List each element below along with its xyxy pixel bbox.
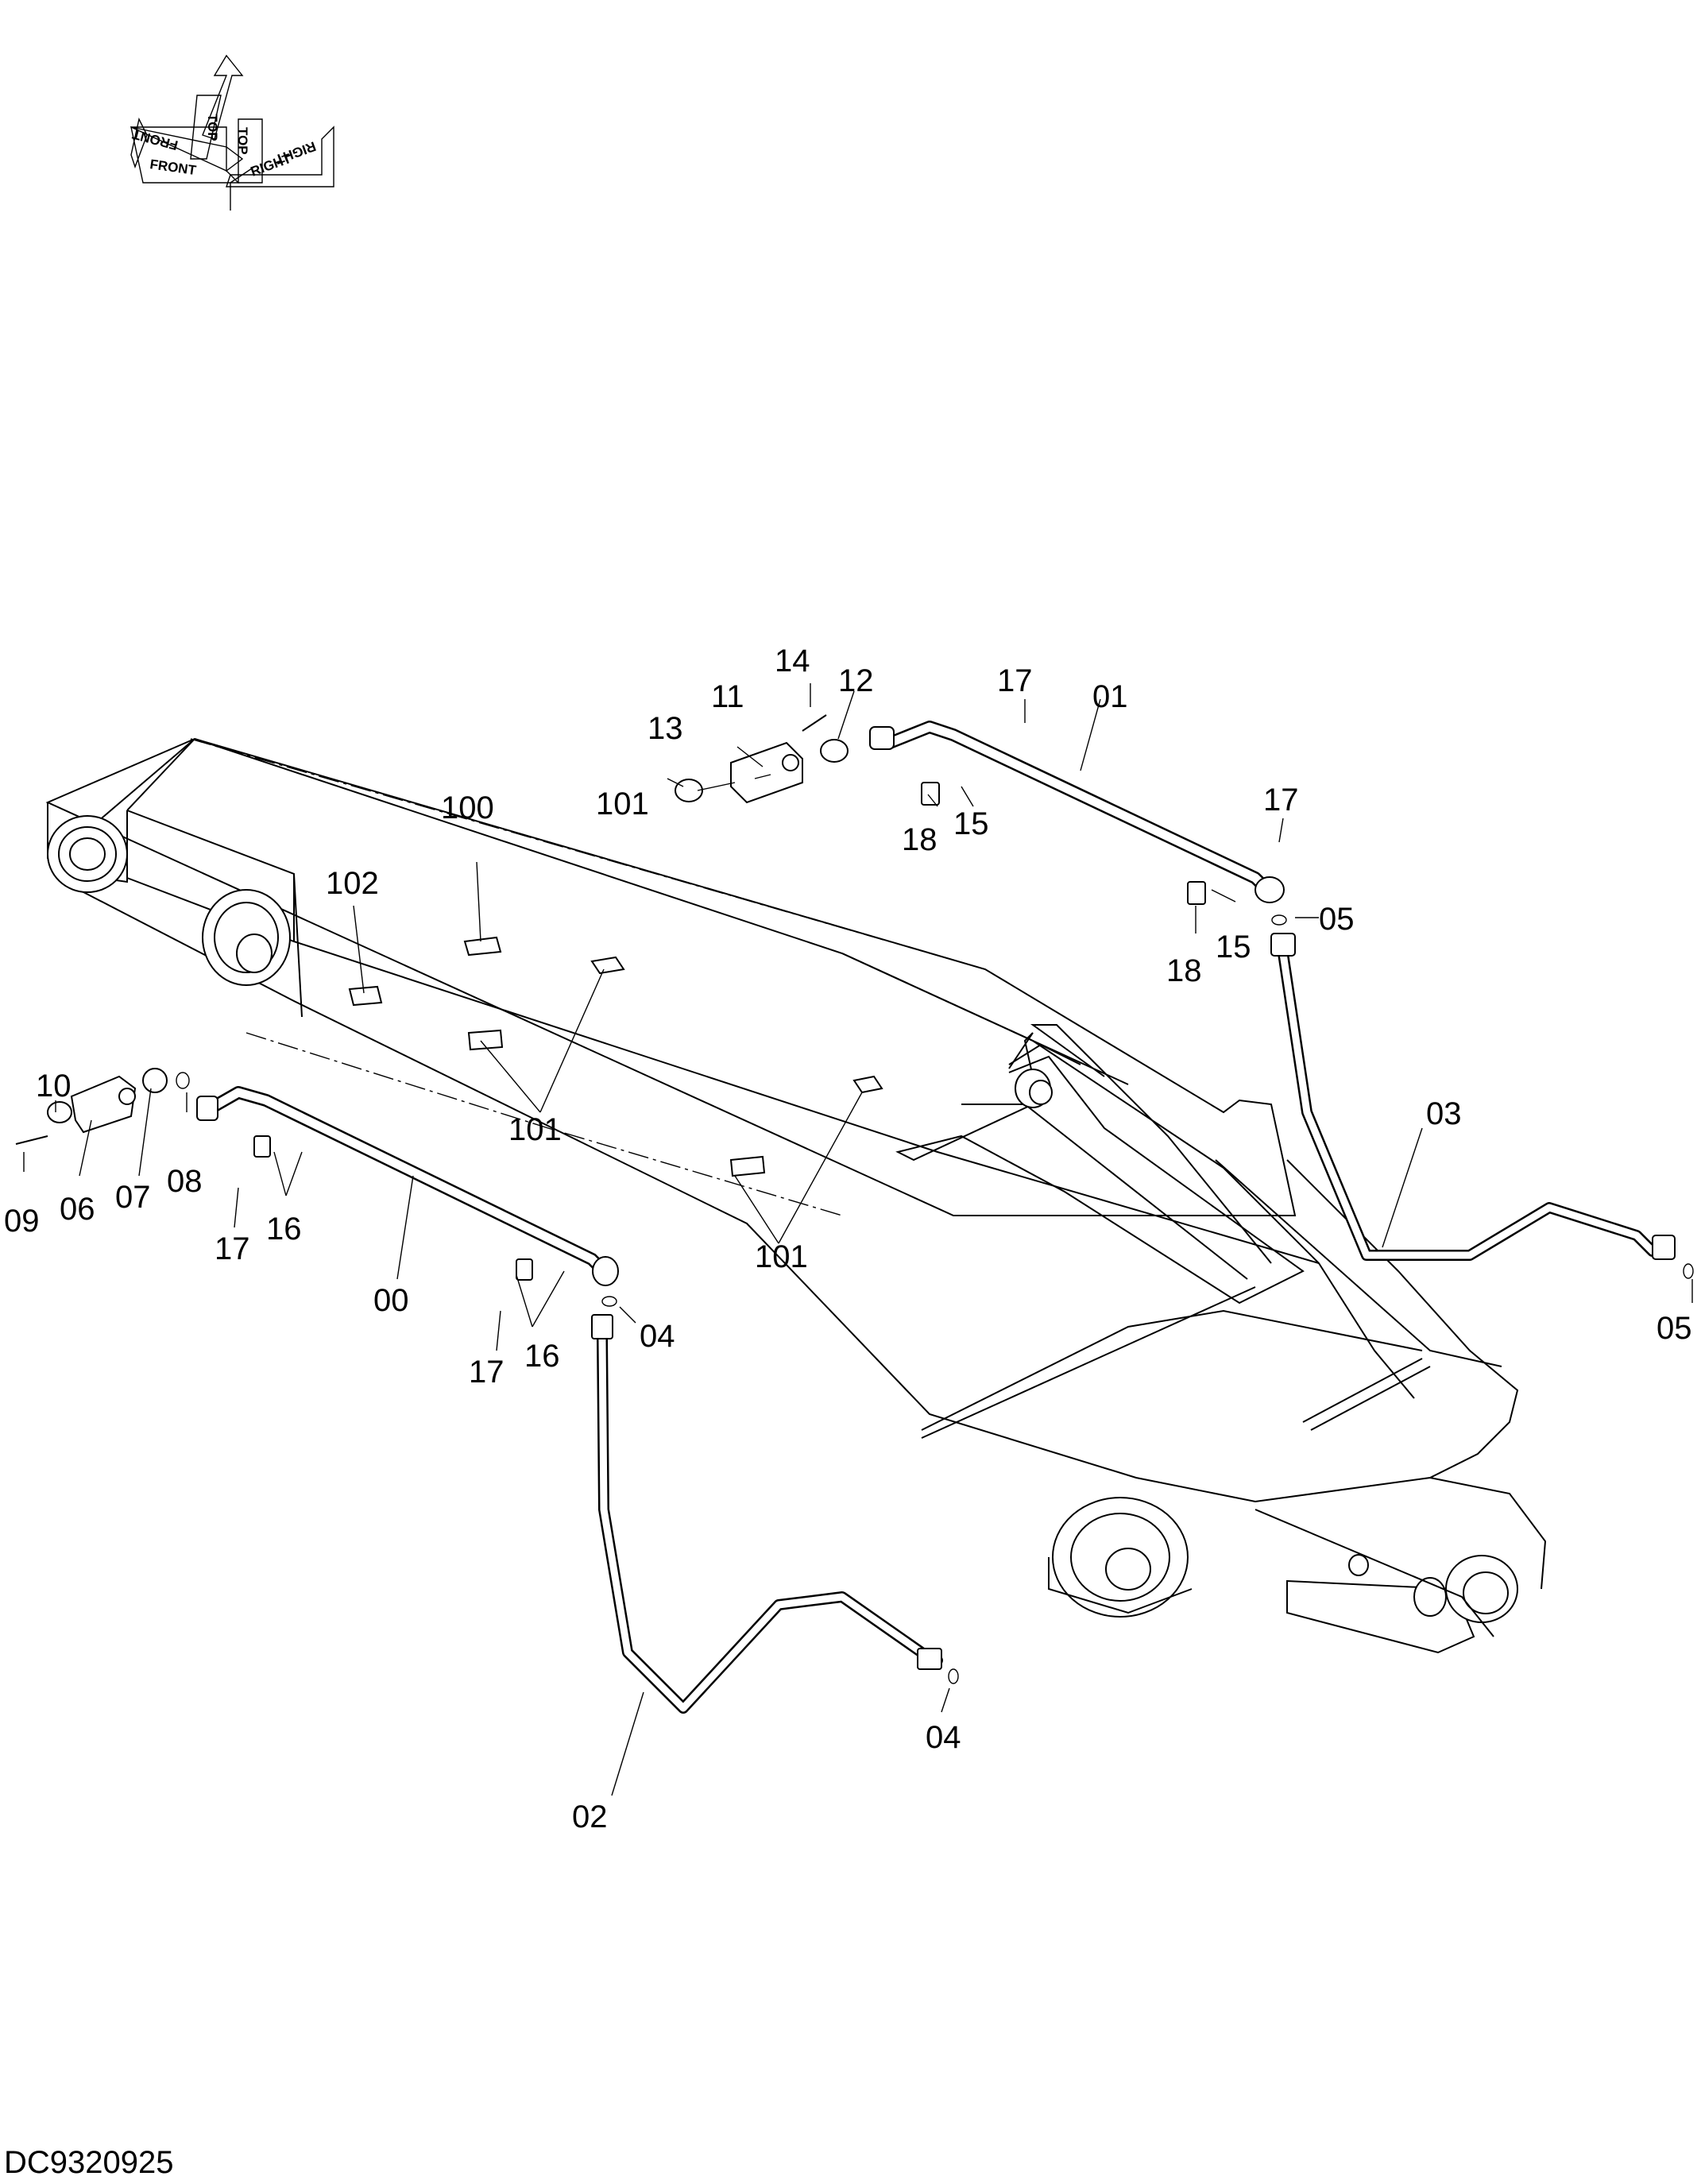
valve-block-06 xyxy=(70,1075,137,1134)
callout-10: 10 xyxy=(36,1069,72,1104)
leader-lines xyxy=(23,683,1693,1796)
front-label-mirror: FRONT xyxy=(130,126,180,153)
callout-07: 07 xyxy=(115,1180,151,1215)
orientation-symbol: FRONT FRONT TOP TOP RIGHT RIGHT xyxy=(130,54,334,211)
callout-16-a: 16 xyxy=(266,1212,302,1247)
callout-100: 100 xyxy=(441,790,494,825)
callout-15-a: 15 xyxy=(953,806,989,841)
boom-arm xyxy=(45,737,1547,1654)
callout-05-b: 05 xyxy=(1657,1311,1692,1346)
hose-02 xyxy=(591,1314,943,1714)
callout-101-top: 101 xyxy=(596,787,649,821)
callout-18-a: 18 xyxy=(902,822,937,857)
callout-03: 03 xyxy=(1426,1096,1462,1131)
bolt-14 xyxy=(802,714,827,732)
top-label: TOP xyxy=(205,114,220,141)
nut-10 xyxy=(47,1101,72,1123)
callout-06: 06 xyxy=(60,1192,95,1227)
callout-17-b: 17 xyxy=(1263,783,1299,818)
callout-11: 11 xyxy=(711,679,744,714)
callout-01: 01 xyxy=(1092,679,1128,714)
pipe-01 xyxy=(869,721,1285,903)
plug-12 xyxy=(820,739,849,763)
bolt-09 xyxy=(15,1135,48,1145)
front-label: FRONT xyxy=(149,157,197,178)
valve-block-11 xyxy=(730,741,803,804)
pipe-00 xyxy=(196,1086,619,1286)
callout-17-d: 17 xyxy=(469,1355,505,1390)
plug-07 xyxy=(142,1068,168,1093)
callout-17-a: 17 xyxy=(997,663,1033,698)
callout-08: 08 xyxy=(167,1164,203,1199)
callout-04-b: 04 xyxy=(926,1720,961,1755)
callout-15-b: 15 xyxy=(1216,930,1251,964)
callout-14: 14 xyxy=(775,644,810,678)
callout-labels: 00 01 02 03 04 04 05 05 06 07 08 09 10 1… xyxy=(4,644,1692,1834)
oring-08 xyxy=(176,1072,190,1089)
callout-12: 12 xyxy=(838,663,874,698)
callout-02: 02 xyxy=(572,1799,608,1834)
callout-102: 102 xyxy=(326,866,379,901)
right-label-mirror: RIGHT xyxy=(273,138,318,167)
callout-04-a: 04 xyxy=(640,1319,675,1354)
clamps xyxy=(253,782,1206,1281)
callout-17-c: 17 xyxy=(215,1231,250,1266)
callout-00: 00 xyxy=(373,1283,409,1318)
pads xyxy=(348,936,883,1177)
drawing-code: DC9320925 xyxy=(4,2145,174,2180)
top-label-mirror: TOP xyxy=(235,127,250,155)
hose-03 xyxy=(1270,933,1676,1261)
orings xyxy=(601,914,1694,1684)
callout-101-low: 101 xyxy=(755,1239,808,1274)
callout-05-a: 05 xyxy=(1319,902,1355,937)
callout-101-mid: 101 xyxy=(508,1112,562,1147)
callout-18-b: 18 xyxy=(1166,953,1202,988)
plug-13 xyxy=(675,779,703,802)
callout-09: 09 xyxy=(4,1204,40,1239)
callout-16-b: 16 xyxy=(524,1339,560,1374)
callout-13: 13 xyxy=(648,711,683,746)
